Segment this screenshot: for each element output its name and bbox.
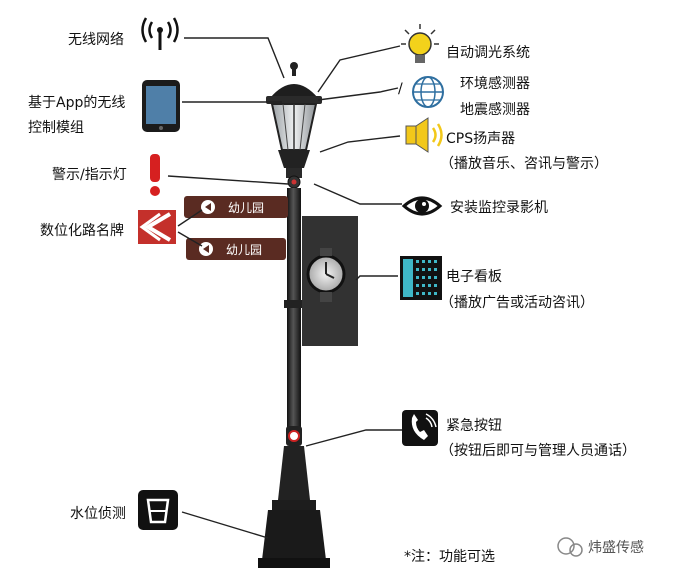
label-app-control-line1: 基于App的无线 — [28, 95, 126, 111]
connector-lines — [167, 37, 402, 539]
digital-sign-arrow-icon — [138, 210, 176, 244]
footnote: *注：功能可选 — [404, 549, 495, 565]
led-display-icon — [400, 256, 442, 300]
watermark: 炜盛传感 — [588, 540, 644, 556]
label-camera: 安装监控录影机 — [450, 200, 548, 216]
globe-icon — [412, 76, 444, 108]
water-cup-icon — [138, 490, 178, 530]
label-slash: / — [398, 81, 403, 97]
tablet-icon — [142, 80, 180, 132]
warning-exclamation-icon — [150, 154, 160, 196]
wireless-antenna-icon — [141, 17, 179, 50]
label-auto-dimming: 自动调光系统 — [446, 45, 530, 61]
speaker-icon — [405, 117, 443, 153]
label-app-control-line2: 控制模组 — [28, 120, 84, 136]
phone-icon — [402, 410, 438, 446]
wechat-icon — [557, 537, 583, 557]
label-emergency-button-desc: （按钮后即可与管理人员通话） — [440, 443, 636, 459]
label-quake-sensor: 地震感测器 — [460, 102, 530, 118]
label-billboard-desc: （播放广告或活动咨讯） — [440, 295, 594, 311]
label-digital-sign: 数位化路名牌 — [40, 223, 124, 239]
label-cps-speaker: CPS扬声器 — [446, 131, 516, 147]
label-water-level: 水位侦测 — [70, 506, 126, 522]
light-bulb-icon — [401, 24, 439, 63]
direction-signs — [184, 196, 288, 260]
sign-bottom-text: 幼儿园 — [226, 243, 263, 257]
street-lamp — [258, 62, 330, 568]
sign-top-text: 幼儿园 — [228, 201, 265, 215]
eye-camera-icon — [401, 196, 443, 216]
label-wireless-network: 无线网络 — [68, 32, 124, 48]
label-cps-speaker-desc: （播放音乐、咨讯与警示） — [440, 156, 608, 172]
label-emergency-button: 紧急按钮 — [446, 418, 502, 434]
label-env-sensor: 环境感测器 — [460, 76, 530, 92]
label-warning-light: 警示/指示灯 — [52, 167, 127, 183]
label-billboard: 电子看板 — [446, 269, 502, 285]
electronic-billboard — [302, 216, 358, 346]
